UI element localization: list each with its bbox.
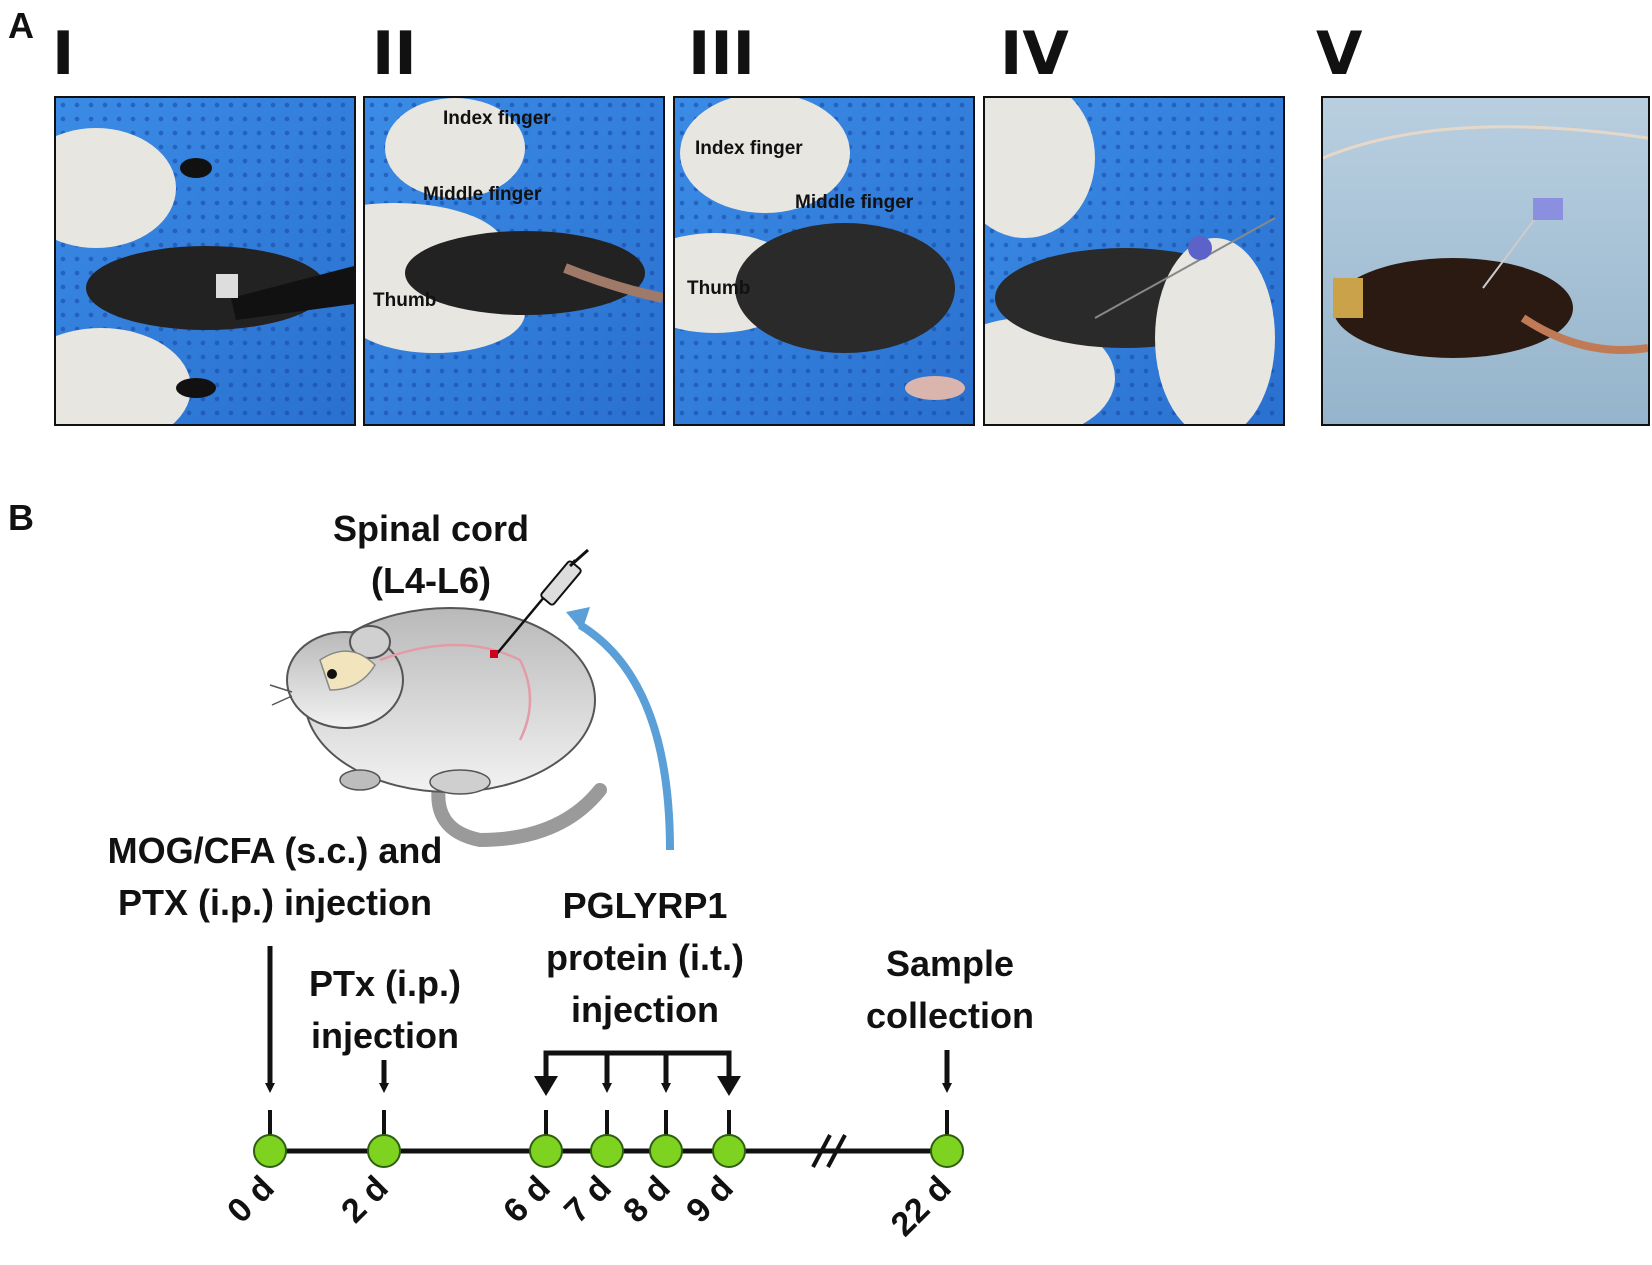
panel-a-letter: A xyxy=(8,5,34,46)
label-middle-finger: Middle finger xyxy=(795,192,914,213)
panel-b-letter: B xyxy=(8,497,34,538)
timeline-node-8d xyxy=(649,1134,683,1168)
timepoint-label: 6 d xyxy=(496,1169,558,1231)
label-middle-finger: Middle finger xyxy=(423,184,542,205)
timeline-node-6d xyxy=(529,1134,563,1168)
photo-injection xyxy=(983,96,1285,426)
spinal-cord-label: Spinal cord (L4-L6) xyxy=(332,508,530,601)
timepoint-label: 0 d xyxy=(220,1169,282,1231)
photo-numeral-4: IV xyxy=(1000,19,1069,89)
photo-numeral-3: III xyxy=(688,19,755,89)
timepoint-label: 2 d xyxy=(334,1169,396,1231)
label-thumb: Thumb xyxy=(687,278,751,299)
event-sample-collection-label: Sample collection xyxy=(865,943,1035,1036)
label-thumb: Thumb xyxy=(373,290,437,311)
mouse-illustration xyxy=(269,607,607,848)
timeline-node-2d xyxy=(367,1134,401,1168)
photo-numeral-2: II xyxy=(372,19,417,89)
syringe-icon xyxy=(490,548,589,658)
timeline-node-0d xyxy=(253,1134,287,1168)
timeline-node-22d xyxy=(930,1134,964,1168)
blue-curved-arrow xyxy=(577,621,674,851)
timepoint-label: 8 d xyxy=(616,1169,678,1231)
timeline-node-7d xyxy=(590,1134,624,1168)
event-ptx-label: PTx (i.p.) injection xyxy=(309,963,461,1056)
photo-grip-top: Index finger Middle finger Thumb xyxy=(363,96,665,426)
photo-numeral-1: I xyxy=(52,19,75,89)
photo-shaving xyxy=(54,96,356,426)
event-mog-cfa-label: MOG/CFA (s.c.) and PTX (i.p.) injection xyxy=(107,830,443,923)
photo-numeral-5: V xyxy=(1316,19,1363,89)
photo-grip-close: Index finger Middle finger Thumb xyxy=(673,96,975,426)
event-pglyrp1-label: PGLYRP1 protein (i.t.) injection xyxy=(546,885,744,1030)
timepoint-label: 9 d xyxy=(679,1169,741,1231)
timepoint-label: 22 d xyxy=(884,1169,959,1244)
timeline-node-9d xyxy=(712,1134,746,1168)
label-index-finger: Index finger xyxy=(695,138,803,159)
timepoint-label: 7 d xyxy=(557,1169,619,1231)
photo-post-injection xyxy=(1321,96,1650,426)
label-index-finger: Index finger xyxy=(443,108,551,129)
